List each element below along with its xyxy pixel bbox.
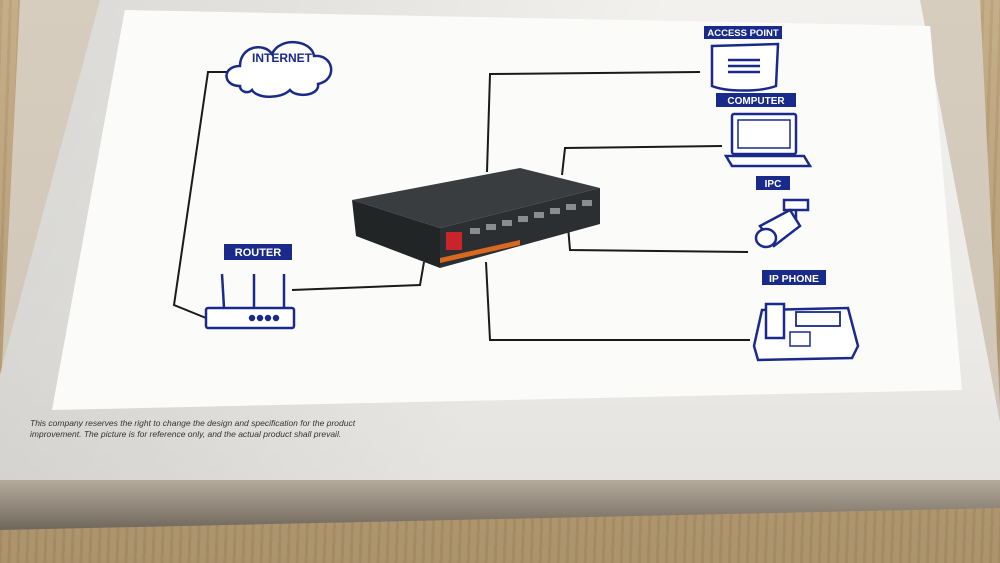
brand-badge <box>446 232 462 250</box>
cloud-icon <box>225 40 333 98</box>
internet-label: INTERNET <box>252 51 313 65</box>
computer-label-bg <box>716 93 796 107</box>
camera-icon <box>754 198 810 249</box>
ipc-label-bg <box>756 176 790 190</box>
internet-router-line <box>172 71 232 319</box>
ip-phone-label-bg <box>762 270 826 285</box>
switch-ports <box>470 200 592 234</box>
router-icon <box>204 273 296 330</box>
connection-lines <box>172 71 750 341</box>
disclaimer-line-1: This company reserves the right to chang… <box>30 418 356 428</box>
switch-ipc-line <box>567 225 749 253</box>
disclaimer-text: This company reserves the right to chang… <box>30 418 450 440</box>
disclaimer-line-2: improvement. The picture is for referenc… <box>30 429 342 439</box>
ip-phone-label: IP PHONE <box>769 273 819 285</box>
laptop-icon <box>723 112 813 168</box>
access-point-icon <box>710 42 780 92</box>
switch-computer-line <box>561 145 723 176</box>
poe-switch <box>352 168 600 268</box>
ipc-label: IPC <box>765 179 782 190</box>
router-label: ROUTER <box>235 247 282 259</box>
switch-phone-line <box>485 261 750 341</box>
computer-label: COMPUTER <box>727 96 785 107</box>
access-point-label-bg <box>704 26 782 39</box>
switch-access-point-line <box>486 71 701 173</box>
router-label-bg <box>224 244 292 260</box>
router-switch-line <box>291 261 425 291</box>
access-point-label: ACCESS POINT <box>707 28 778 39</box>
desk-phone-icon <box>752 302 860 362</box>
